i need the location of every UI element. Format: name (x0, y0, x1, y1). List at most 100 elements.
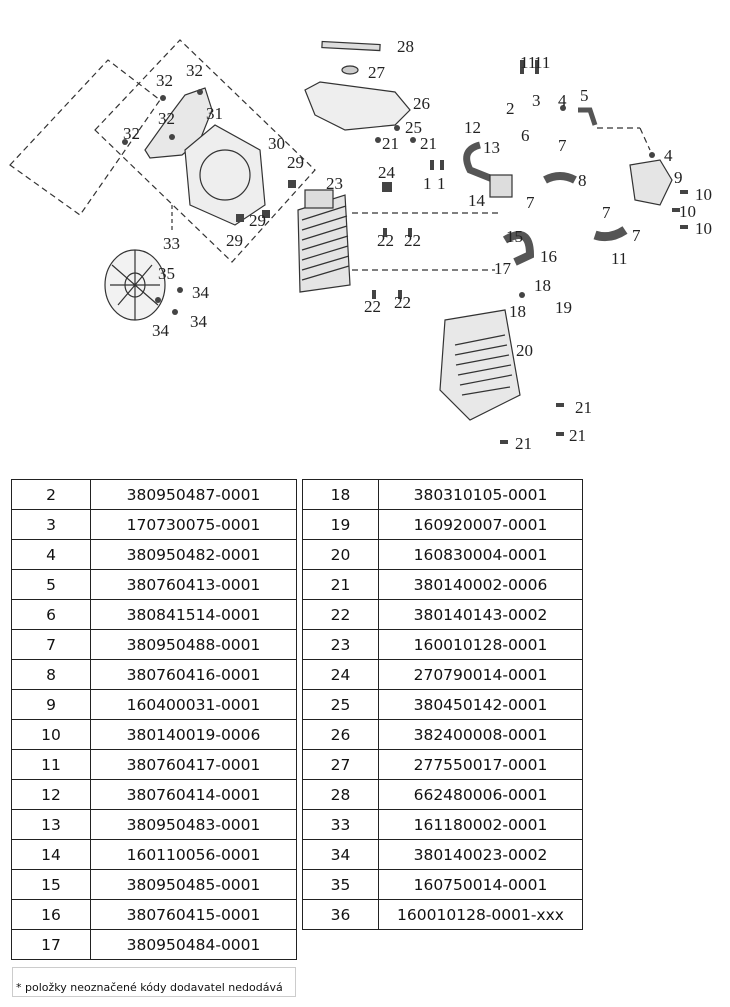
callout-number: 4 (664, 146, 673, 165)
callout-number: 22 (364, 297, 381, 316)
part-position: 8 (11, 659, 91, 690)
callout-number: 15 (506, 227, 523, 246)
part-position: 10 (11, 719, 91, 750)
part-code: 380950485-0001 (90, 869, 297, 900)
callout-number: 23 (326, 174, 343, 193)
callout-number: 21 (382, 134, 399, 153)
part-position: 33 (302, 809, 379, 840)
callout-number: 31 (206, 104, 223, 123)
callout-number: 1 (437, 174, 446, 193)
part-code: 380760414-0001 (90, 779, 297, 810)
callout-number: 30 (268, 134, 285, 153)
callout-number: 33 (163, 234, 180, 253)
part-position: 9 (11, 689, 91, 720)
callout-number: 6 (521, 126, 530, 145)
callout-number: 9 (674, 168, 683, 187)
part-position: 20 (302, 539, 379, 570)
part-code: 380140002-0006 (378, 569, 583, 600)
part-position: 19 (302, 509, 379, 540)
part-code: 380760417-0001 (90, 749, 297, 780)
callout-number: 8 (578, 171, 587, 190)
part-code: 380450142-0001 (378, 689, 583, 720)
callout-number: 21 (420, 134, 437, 153)
callout-number: 29 (249, 211, 266, 230)
part-position: 27 (302, 749, 379, 780)
hose-11 (593, 226, 628, 242)
part-position: 36 (302, 899, 379, 930)
thermostat-housing (489, 174, 513, 198)
foam-strip (321, 40, 381, 52)
callout-number: 7 (558, 136, 567, 155)
callout-number: 25 (405, 118, 422, 137)
hose-8 (543, 172, 577, 184)
radiator (297, 189, 351, 293)
callout-number: 5 (580, 86, 589, 105)
part-code: 380760413-0001 (90, 569, 297, 600)
part-code: 380950483-0001 (90, 809, 297, 840)
part-code: 277550017-0001 (378, 749, 583, 780)
hose-12 (463, 141, 497, 184)
callout-number: 2 (506, 99, 515, 118)
part-code: 380310105-0001 (378, 479, 583, 510)
callout-number: 1 (423, 174, 432, 193)
part-code: 160110056-0001 (90, 839, 297, 870)
callout-number: 21 (575, 398, 592, 417)
part-code: 380140143-0002 (378, 599, 583, 630)
part-code: 380841514-0001 (90, 599, 297, 630)
callout-number: 34 (190, 312, 208, 331)
callout-number: 32 (123, 124, 140, 143)
callout-number: 21 (515, 434, 532, 453)
part-position: 2 (11, 479, 91, 510)
part-position: 35 (302, 869, 379, 900)
callout-number: 10 (695, 219, 712, 238)
part-code: 160010128-0001 (378, 629, 583, 660)
callout-number: 16 (540, 247, 557, 266)
part-position: 22 (302, 599, 379, 630)
callout-number: 29 (287, 153, 304, 172)
part-position: 26 (302, 719, 379, 750)
part-code: 380140019-0006 (90, 719, 297, 750)
part-position: 16 (11, 899, 91, 930)
callout-number: 34 (152, 321, 170, 340)
callout-number: 24 (378, 163, 396, 182)
part-code: 380760415-0001 (90, 899, 297, 930)
callout-number: 32 (158, 109, 175, 128)
water-pump (629, 159, 673, 206)
callout-number: 22 (394, 293, 411, 312)
part-position: 24 (302, 659, 379, 690)
callout-number: 11 (611, 249, 627, 268)
part-position: 13 (11, 809, 91, 840)
part-code: 380140023-0002 (378, 839, 583, 870)
callout-number: 34 (192, 283, 210, 302)
part-position: 18 (302, 479, 379, 510)
part-code: 382400008-0001 (378, 719, 583, 750)
assembly-box-outer (9, 59, 161, 216)
part-position: 5 (11, 569, 91, 600)
part-position: 15 (11, 869, 91, 900)
